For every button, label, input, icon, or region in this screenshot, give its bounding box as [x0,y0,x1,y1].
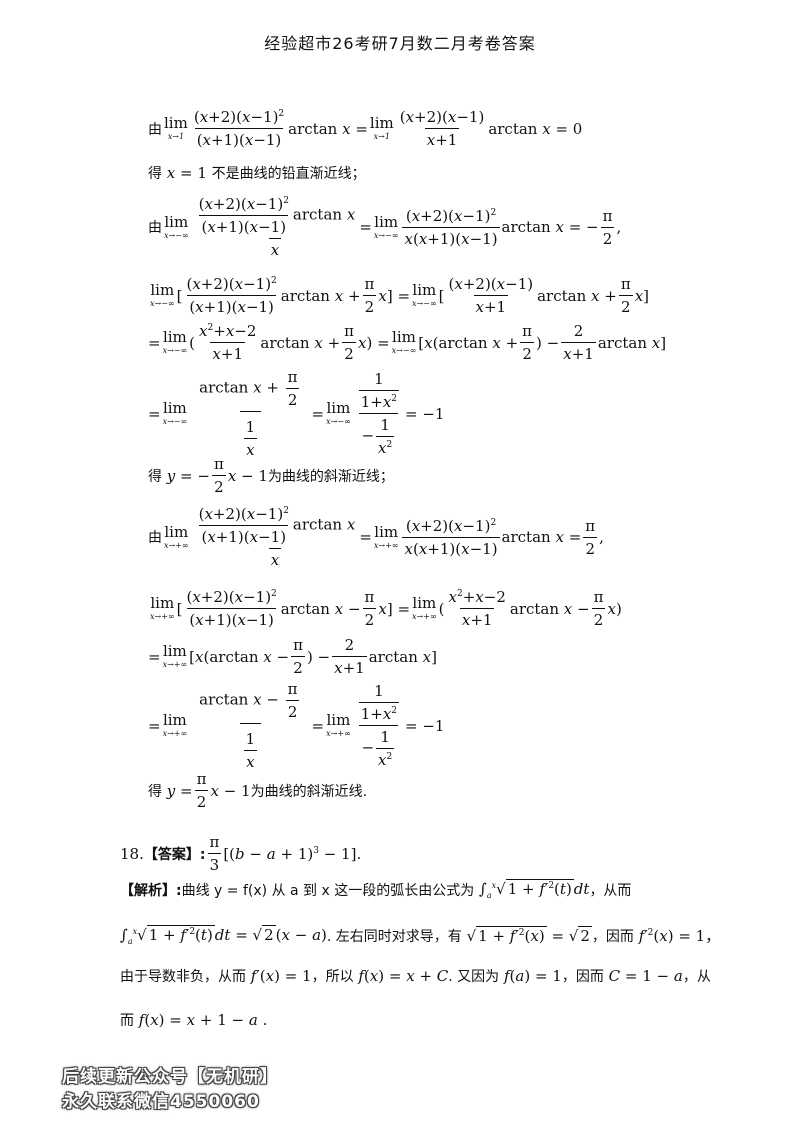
analysis-line-4: 而 f(x) = x + 1 − a . [120,1011,268,1029]
analysis-line-1: 【解析】: 曲线 y = f(x) 从 a 到 x 这一段的弧长由公式为 ∫ax… [120,879,632,900]
page-header: 经验超市26考研7月数二月考卷答案 [264,34,536,53]
watermark-line-2: 永久联系微信4550060 [62,1092,260,1112]
text-line-vertical: 得 x = 1 不是曲线的铅直渐近线； [148,164,366,182]
fraction: (x+2)(x−1)2(x+1)(x−1) [193,108,285,149]
analysis-line-2: ∫ax√1 + f′2(t)dt = √2(x − a) . 左右同时对求导，有… [120,924,721,946]
analysis-line-3: 由于导数非负，从而 f′(x) = 1 ，所以 f(x) = x + C . 又… [120,967,711,985]
watermark-line-1: 后续更新公众号【无机研】 [62,1067,278,1087]
